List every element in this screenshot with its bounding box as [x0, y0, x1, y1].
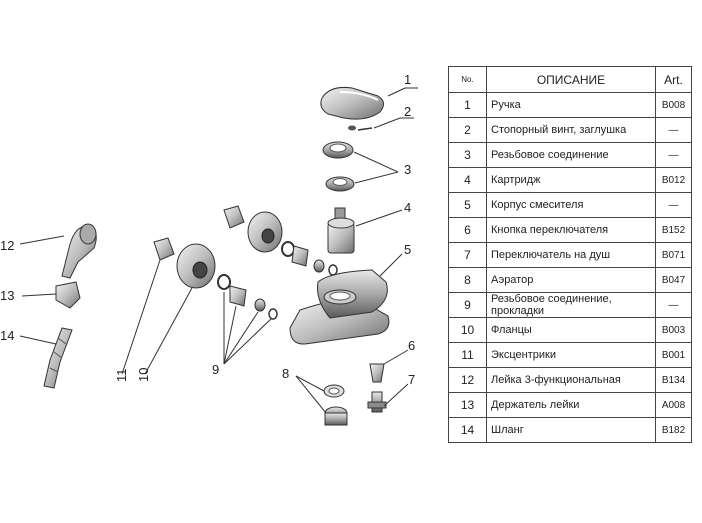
row-art: A008 [655, 392, 692, 419]
row-number: 9 [448, 291, 487, 319]
row-number: 6 [448, 217, 487, 243]
row-description: Фланцы [486, 317, 656, 344]
part-switch-knob [369, 363, 385, 383]
part-hose [43, 327, 73, 389]
row-art: — [655, 142, 692, 168]
row-art: B134 [655, 367, 692, 394]
row-art: B008 [655, 92, 692, 118]
row-description: Стопорный винт, заглушка [486, 117, 656, 143]
leader-lines [19, 87, 418, 414]
row-description: Эксцентрики [486, 342, 656, 369]
callout-5: 5 [404, 242, 411, 257]
row-description: Шланг [486, 417, 656, 444]
callout-10: 10 [136, 368, 151, 382]
row-art: B182 [655, 417, 692, 444]
row-art: B047 [655, 267, 692, 293]
row-number: 4 [448, 167, 487, 193]
part-shower-diverter [367, 391, 387, 413]
row-description: Лейка 3-функциональная [486, 367, 656, 394]
header-art: Art. [655, 66, 692, 93]
row-art: B152 [655, 217, 692, 243]
row-description: Кнопка переключателя [486, 217, 656, 243]
row-number: 5 [448, 192, 487, 218]
row-number: 1 [448, 92, 487, 118]
row-number: 13 [448, 392, 487, 419]
table-header-row: No. ОПИСАНИЕ Art. [448, 66, 692, 93]
callout-3: 3 [404, 162, 411, 177]
part-fittings-gaskets [217, 241, 338, 320]
row-description: Аэратор [486, 267, 656, 293]
row-number: 12 [448, 367, 487, 394]
row-number: 2 [448, 117, 487, 143]
callout-12: 12 [0, 238, 14, 253]
callout-13: 13 [0, 288, 14, 303]
row-description: Картридж [486, 167, 656, 193]
callout-2: 2 [404, 104, 411, 119]
part-cartridge [327, 207, 355, 254]
part-threaded-rings [322, 141, 355, 192]
row-number: 3 [448, 142, 487, 168]
row-number: 8 [448, 267, 487, 293]
part-shower-holder [55, 281, 81, 309]
row-art: — [655, 117, 692, 143]
callout-4: 4 [404, 200, 411, 215]
row-art: — [655, 192, 692, 218]
row-number: 11 [448, 342, 487, 369]
callout-9: 9 [212, 362, 219, 377]
row-number: 14 [448, 417, 487, 444]
part-aerator [323, 384, 348, 426]
row-description: Корпус смесителя [486, 192, 656, 218]
part-handle [320, 87, 384, 120]
row-art: B071 [655, 242, 692, 268]
callout-14: 14 [0, 328, 14, 343]
row-art: B012 [655, 167, 692, 193]
callout-6: 6 [408, 338, 415, 353]
row-description: Резьбовое соединение, прокладки [486, 291, 656, 319]
callout-labels: 1 2 3 4 5 6 7 8 9 10 11 12 13 14 [0, 72, 415, 387]
header-no: No. [448, 66, 487, 93]
row-description: Ручка [486, 92, 656, 118]
part-screw-plug [348, 125, 373, 131]
row-art: — [655, 291, 692, 319]
exploded-view-diagram: 1 2 3 4 5 6 7 8 9 10 11 12 13 14 [0, 72, 418, 426]
row-art: B001 [655, 342, 692, 369]
row-description: Держатель лейки [486, 392, 656, 419]
row-number: 7 [448, 242, 487, 268]
callout-7: 7 [408, 372, 415, 387]
part-shower-head [61, 223, 97, 279]
callout-11: 11 [114, 369, 129, 383]
callout-8: 8 [282, 366, 289, 381]
part-eccentrics [153, 205, 245, 261]
row-description: Переключатель на душ [486, 242, 656, 268]
row-description: Резьбовое соединение [486, 142, 656, 168]
row-art: B003 [655, 317, 692, 344]
part-mixer-body [289, 269, 390, 345]
part-flanges [176, 211, 283, 289]
callout-1: 1 [404, 72, 411, 87]
row-number: 10 [448, 317, 487, 344]
header-description: ОПИСАНИЕ [486, 66, 656, 93]
